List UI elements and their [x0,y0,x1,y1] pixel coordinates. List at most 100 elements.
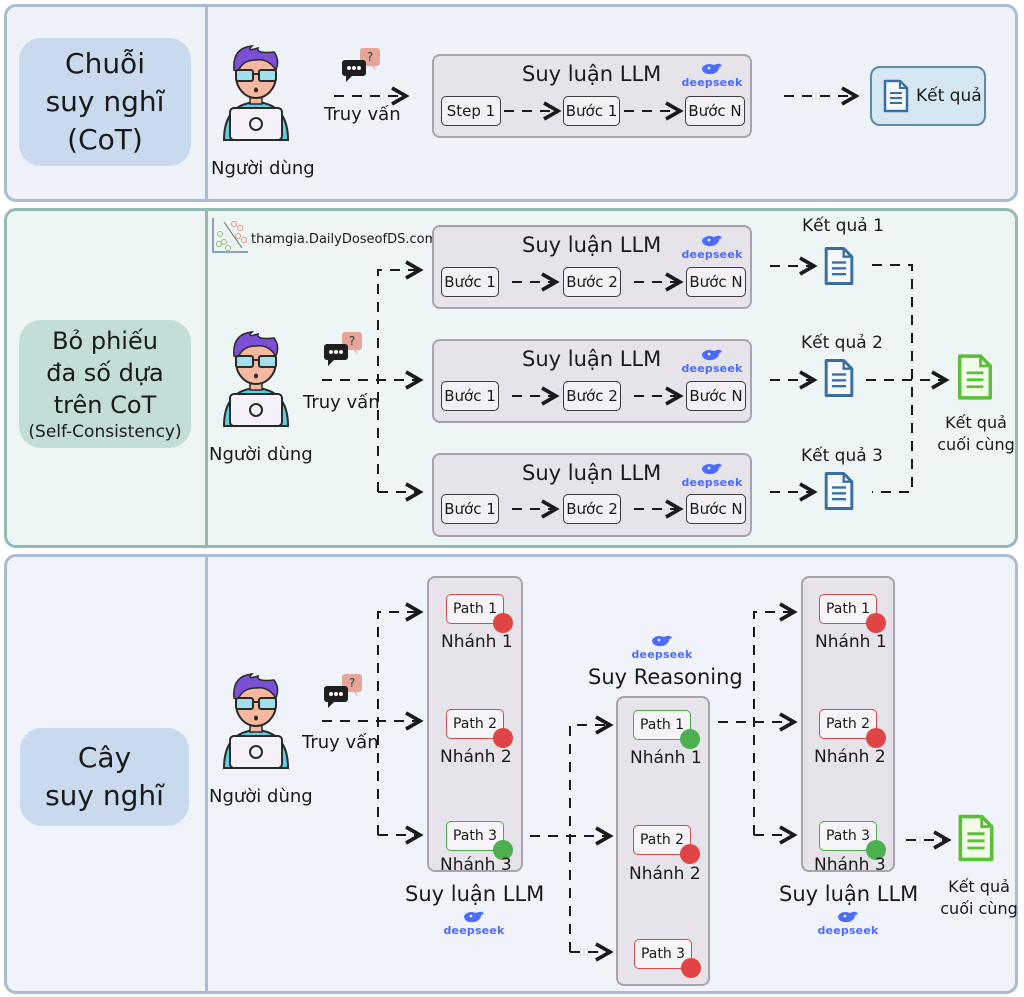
path-label: Path 1 [639,717,685,733]
chat-query-icon: ? [322,330,366,368]
deepseek-text: deepseek [631,648,693,661]
llm-title: Suy luận LLM [522,347,662,371]
sc-label-line: đa số dựa [46,359,164,387]
path-node: Path 2 [633,825,700,864]
deepseek-logo: deepseek [681,62,743,89]
user-avatar-icon [216,42,296,142]
deepseek-logo: deepseek [817,910,879,937]
chat-query-icon: ? [322,672,366,710]
user-caption: Người dùng [209,444,313,465]
path-label: Path 2 [452,716,498,732]
deepseek-text: deepseek [681,76,743,89]
self-consistency-label: Bỏ phiếu đa số dựa trên CoT (Self-Consis… [19,320,191,448]
step-box: Bước 2 [563,381,621,411]
path-node: Path 3 [446,821,513,860]
tot-label-line: suy nghĩ [45,779,164,812]
step-box: Bước 1 [441,267,499,297]
path-label: Path 1 [452,601,498,617]
path-node: Path 3 [634,939,701,978]
status-dot-red [680,844,700,864]
deepseek-logo: deepseek [681,234,742,261]
path-label: Path 3 [452,828,498,844]
branch-label: Nhánh 3 [440,855,512,875]
status-dot-green [493,840,513,860]
step-box: Bước 2 [563,494,621,524]
final-result-line: Kết quả [948,877,1010,896]
result-box: Kết quả [870,66,986,126]
chat-query-icon: ? [340,46,384,84]
query-caption: Truy vấn [303,392,380,413]
deepseek-whale-icon [702,63,722,75]
step-box: Bước N [686,494,746,524]
path-label: Path 3 [825,828,871,844]
deepseek-whale-icon [702,349,722,361]
path-node: Path 2 [446,709,513,748]
final-document-icon [955,352,995,406]
sc-label-line: trên CoT [53,391,157,419]
user-caption: Người dùng [211,158,315,179]
cot-label-line: (CoT) [67,123,143,156]
path-node: Path 1 [446,594,513,633]
scatter-logo-icon [210,216,250,256]
llm-title: Suy luận LLM [522,461,662,485]
svg-text:?: ? [349,334,355,348]
deepseek-text: deepseek [681,362,743,375]
final-document-icon [956,812,996,868]
path-label: Path 1 [825,601,871,617]
path-label: Path 2 [639,832,685,848]
status-dot-red [493,613,513,633]
path-node: Path 2 [819,709,886,748]
tot-label-line: Cây [77,741,132,774]
path-node: Path 1 [633,710,700,749]
deepseek-text: deepseek [817,924,879,937]
column-title: Suy Reasoning [588,665,743,689]
step-box: Bước 1 [563,96,620,126]
deepseek-logo: deepseek [681,348,743,375]
step-box: Bước N [685,96,745,126]
panel-divider [205,7,208,199]
deepseek-whale-icon [652,635,672,647]
status-dot-green [866,840,886,860]
final-result-line: cuối cùng [937,435,1015,454]
cot-label-line: suy nghĩ [45,85,165,118]
branch-label: Nhánh 1 [815,632,887,652]
final-result-label: Kết quả cuối cùng [934,412,1018,456]
user-avatar-icon [216,670,296,770]
final-result-line: Kết quả [945,413,1007,432]
deepseek-whale-icon [838,911,858,923]
branch-label: Nhánh 1 [441,632,513,652]
result-label: Kết quả 3 [801,446,883,466]
branch-label: Nhánh 1 [630,748,702,768]
step-box: Step 1 [441,96,501,126]
status-dot-green [680,729,700,749]
step-box: Bước N [686,267,746,297]
result-label: Kết quả 1 [802,216,884,236]
branch-label: Nhánh 2 [814,747,886,767]
deepseek-text: deepseek [681,476,743,489]
deepseek-whale-icon [702,235,722,247]
sc-label-line: Bỏ phiếu [52,327,158,355]
deepseek-whale-icon [464,911,484,923]
deepseek-text: deepseek [443,924,505,937]
branch-label: Nhánh 2 [440,747,512,767]
llm-title: Suy luận LLM [522,233,662,257]
step-box: Bước 2 [563,267,621,297]
branch-label: Nhánh 2 [629,864,701,884]
llm-title: Suy luận LLM [522,62,662,86]
cot-label-line: Chuỗi [65,47,145,80]
tot-label: Cây suy nghĩ [20,728,189,826]
column-title: Suy luận LLM [779,882,919,906]
query-caption: Truy vấn [302,732,379,753]
document-icon [822,357,856,403]
path-label: Path 3 [640,946,686,962]
step-box: Bước 1 [441,494,499,524]
step-box: Bước N [686,381,746,411]
document-icon [883,79,909,113]
query-caption: Truy vấn [324,104,401,125]
watermark-text: thamgia.DailyDoseofDS.com [251,232,438,247]
status-dot-red [681,958,701,978]
document-icon [822,470,856,516]
step-box: Bước 1 [441,381,499,411]
deepseek-logo: deepseek [681,462,743,489]
status-dot-red [866,613,886,633]
